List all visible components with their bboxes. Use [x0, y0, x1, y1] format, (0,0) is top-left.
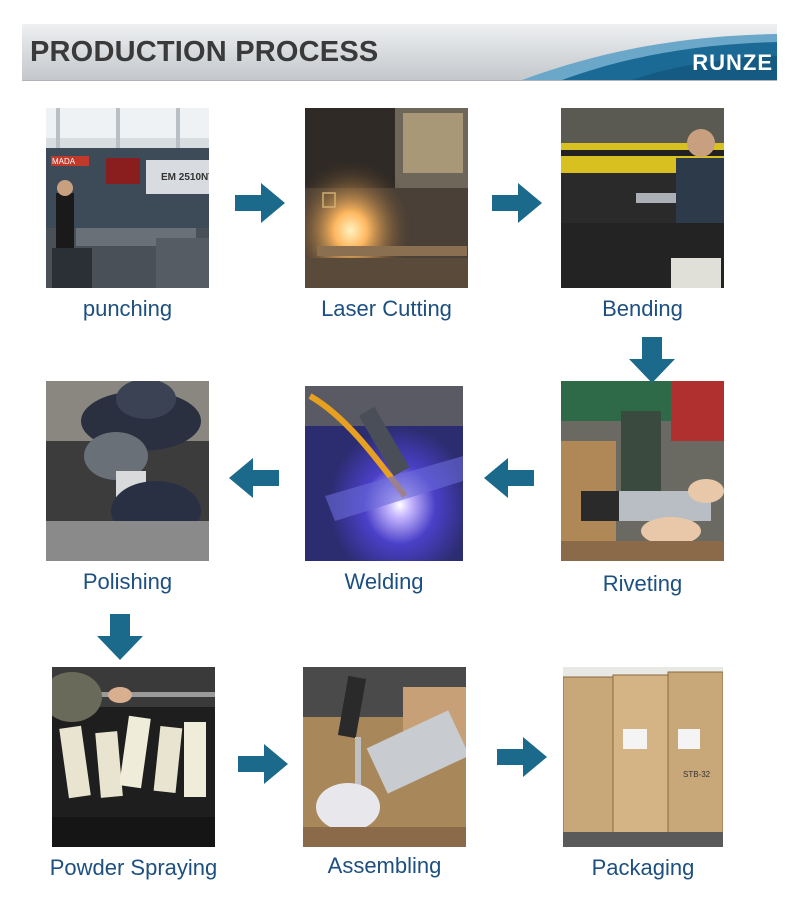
punching-photo: EM 2510NT MADA — [46, 108, 209, 288]
laser-cutting-photo — [305, 108, 468, 288]
step-label: Bending — [602, 296, 683, 321]
arrow-right-icon — [235, 183, 285, 223]
arrow-right-icon — [238, 744, 288, 784]
step-welding: Welding — [305, 386, 463, 596]
box-model-text: STB-32 — [683, 770, 711, 779]
step-label: Welding — [344, 569, 424, 594]
packaging-photo: STB-32 — [563, 667, 723, 847]
step-powder-spraying: Powder Spraying — [50, 667, 217, 882]
welding-photo — [305, 386, 463, 561]
arrow-left-icon — [484, 458, 534, 498]
step-laser-cutting: Laser Cutting — [305, 108, 468, 323]
arrow-right-icon — [492, 183, 542, 223]
step-label: Packaging — [591, 855, 695, 880]
brand-swoosh — [522, 34, 777, 80]
step-assembling: Assembling — [303, 667, 466, 882]
arrow-right-icon — [497, 737, 547, 777]
step-label: Laser Cutting — [321, 296, 452, 321]
page-title: PRODUCTION PROCESS — [30, 36, 379, 68]
machine-brand-text: MADA — [52, 157, 76, 166]
step-label: punching — [82, 296, 173, 321]
riveting-photo — [561, 381, 724, 561]
step-label: Polishing — [82, 569, 173, 594]
assembling-photo — [303, 667, 466, 847]
step-packaging: STB-32 Packaging — [563, 667, 723, 882]
polishing-photo — [46, 381, 209, 561]
page-header: PRODUCTION PROCESS RUNZE — [22, 24, 777, 81]
arrow-down-icon — [97, 614, 143, 660]
step-bending: Bending — [561, 108, 724, 323]
step-label: Assembling — [327, 853, 442, 878]
step-label: Powder Spraying — [49, 855, 218, 880]
arrow-left-icon — [229, 458, 279, 498]
brand-logo: RUNZE — [692, 50, 773, 75]
arrow-down-icon — [629, 337, 675, 383]
step-label: Riveting — [602, 571, 683, 596]
step-riveting: Riveting — [561, 381, 724, 596]
powder-spraying-photo — [52, 667, 215, 847]
step-punching: EM 2510NT MADA punching — [46, 108, 209, 323]
machine-model-text: EM 2510NT — [161, 172, 209, 183]
step-polishing: Polishing — [46, 381, 209, 596]
bending-photo — [561, 108, 724, 288]
